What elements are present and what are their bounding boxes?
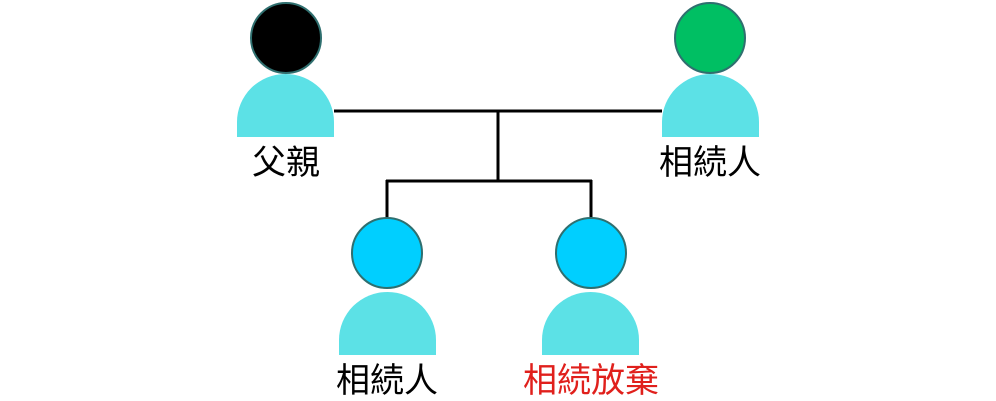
person-head bbox=[351, 217, 423, 289]
person-head bbox=[250, 2, 322, 74]
father-label: 父親 bbox=[252, 143, 320, 183]
spouse-label: 相続人 bbox=[659, 143, 761, 183]
person-father bbox=[237, 2, 334, 137]
person-child-heir bbox=[339, 217, 436, 355]
person-head bbox=[674, 2, 746, 74]
person-body bbox=[237, 74, 334, 137]
person-body bbox=[339, 292, 436, 355]
person-head bbox=[555, 217, 627, 289]
person-body bbox=[542, 292, 639, 355]
child-renounced-label: 相続放棄 bbox=[523, 361, 659, 401]
person-spouse bbox=[662, 2, 759, 137]
child-heir-label: 相続人 bbox=[336, 361, 438, 401]
person-child-renounced bbox=[542, 217, 639, 355]
person-body bbox=[662, 74, 759, 137]
connector-lines bbox=[334, 109, 662, 218]
